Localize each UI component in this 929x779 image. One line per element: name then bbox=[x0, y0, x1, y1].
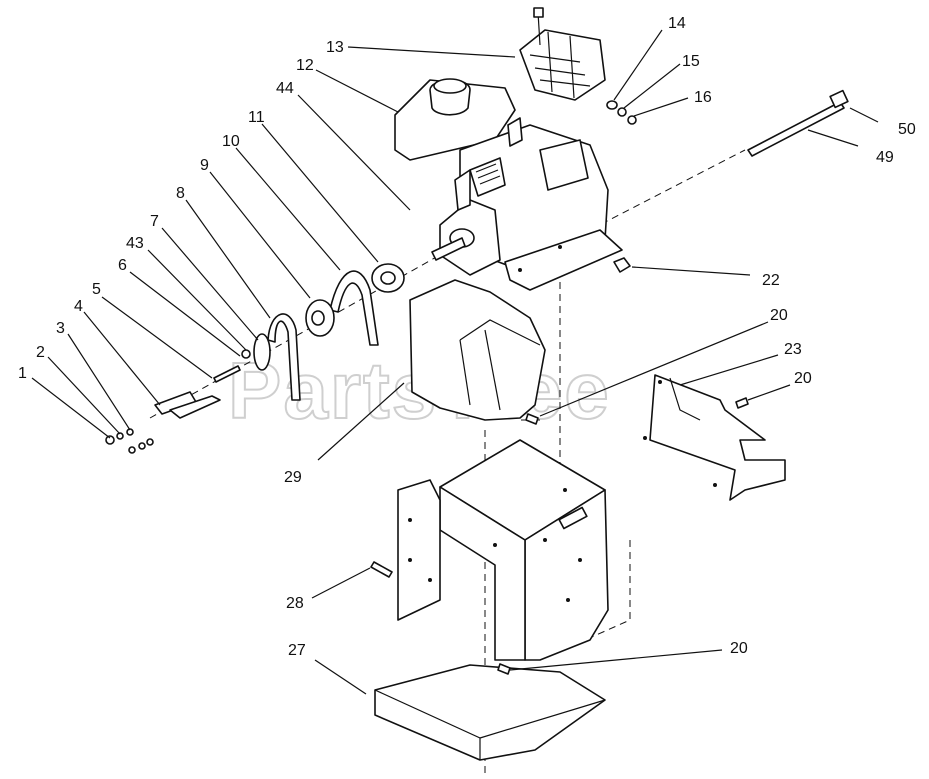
callout-8: 8 bbox=[176, 185, 185, 202]
callout-6: 6 bbox=[118, 257, 127, 274]
callout-4: 4 bbox=[74, 298, 83, 315]
callout-20-bottom: 20 bbox=[730, 640, 748, 657]
pulley-7 bbox=[241, 333, 271, 371]
pulley-9 bbox=[305, 299, 335, 337]
callout-10: 10 bbox=[222, 133, 240, 150]
belt-8 bbox=[267, 313, 301, 401]
callout-29: 29 bbox=[284, 469, 302, 486]
muffler-guard bbox=[519, 7, 606, 101]
callout-20-top: 20 bbox=[770, 307, 788, 324]
screw-28 bbox=[370, 561, 393, 578]
callout-50: 50 bbox=[898, 121, 916, 138]
leader-lines bbox=[31, 29, 879, 695]
callout-13: 13 bbox=[326, 39, 344, 56]
bracket-23 bbox=[643, 374, 786, 501]
callout-23: 23 bbox=[784, 341, 802, 358]
belt-cover bbox=[409, 279, 546, 421]
callout-9: 9 bbox=[200, 157, 209, 174]
callout-43: 43 bbox=[126, 235, 144, 252]
screws-20 bbox=[497, 397, 749, 675]
callout-44: 44 bbox=[276, 80, 294, 97]
nut-22 bbox=[613, 257, 631, 273]
hardware-1-3 bbox=[105, 428, 154, 454]
bottom-tray bbox=[374, 664, 606, 761]
bolt-5 bbox=[213, 365, 241, 383]
callout-3: 3 bbox=[56, 320, 65, 337]
callout-49: 49 bbox=[876, 149, 894, 166]
side-plate bbox=[397, 479, 441, 621]
callout-labels: 1 2 3 4 5 6 43 7 8 9 10 11 44 12 13 14 1… bbox=[18, 15, 916, 659]
pulley-11 bbox=[371, 263, 405, 293]
callout-11: 11 bbox=[248, 109, 265, 126]
callout-20-right: 20 bbox=[794, 370, 812, 387]
callout-7: 7 bbox=[150, 213, 159, 230]
callout-22: 22 bbox=[762, 272, 780, 289]
callout-16: 16 bbox=[694, 89, 712, 106]
callout-15: 15 bbox=[682, 53, 700, 70]
guard-washers bbox=[606, 100, 637, 125]
callout-1: 1 bbox=[18, 365, 27, 382]
callout-14: 14 bbox=[668, 15, 686, 32]
callout-27: 27 bbox=[288, 642, 306, 659]
frame-housing bbox=[439, 439, 609, 661]
callout-12: 12 bbox=[296, 57, 314, 74]
callout-5: 5 bbox=[92, 281, 101, 298]
belt-10 bbox=[329, 270, 379, 346]
callout-2: 2 bbox=[36, 344, 45, 361]
callout-28: 28 bbox=[286, 595, 304, 612]
shift-rod bbox=[747, 89, 849, 157]
engine bbox=[394, 78, 623, 291]
bracket-4 bbox=[154, 391, 221, 419]
